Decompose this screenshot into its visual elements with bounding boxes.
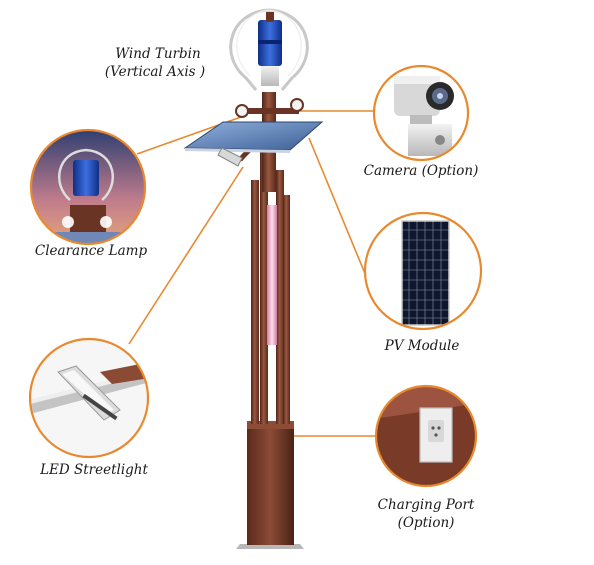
pole-base xyxy=(247,421,294,545)
charging-port-label-line1: Charging Port xyxy=(377,497,475,513)
wind-turbine xyxy=(229,8,309,91)
charging-port-icon xyxy=(376,386,476,486)
pv-module-label: PV Module xyxy=(384,338,460,354)
street-light-pole xyxy=(235,92,304,549)
camera-label: Camera (Option) xyxy=(363,163,479,179)
clearance-lamp-callout xyxy=(29,128,147,246)
solar-panel xyxy=(183,121,324,153)
wind-turbine-label-line2: (Vertical Axis ) xyxy=(104,64,206,80)
charging-port-label-line2: (Option) xyxy=(397,515,455,531)
led-streetlight-label: LED Streetlight xyxy=(40,462,148,478)
led-lamp-head xyxy=(217,147,243,167)
led-streetlight-callout xyxy=(28,337,150,459)
pv-module-callout xyxy=(363,211,483,331)
camera-callout xyxy=(372,64,470,162)
pv-leader-line xyxy=(308,137,367,277)
clearance-lamp-left xyxy=(235,104,249,118)
camera-icon xyxy=(394,76,454,156)
charging-port-callout xyxy=(374,384,478,488)
light-tube xyxy=(267,205,277,345)
pv-module-icon xyxy=(401,220,450,326)
wind-turbine-label-line1: Wind Turbin xyxy=(115,46,201,62)
led-streetlight-icon xyxy=(30,362,148,421)
led-leader-line xyxy=(128,166,244,345)
clearance-lamp-icon xyxy=(73,160,99,196)
clearance-lamp-label: Clearance Lamp xyxy=(34,243,148,259)
camera-mount xyxy=(290,98,304,112)
pole-base-plate xyxy=(236,544,304,549)
